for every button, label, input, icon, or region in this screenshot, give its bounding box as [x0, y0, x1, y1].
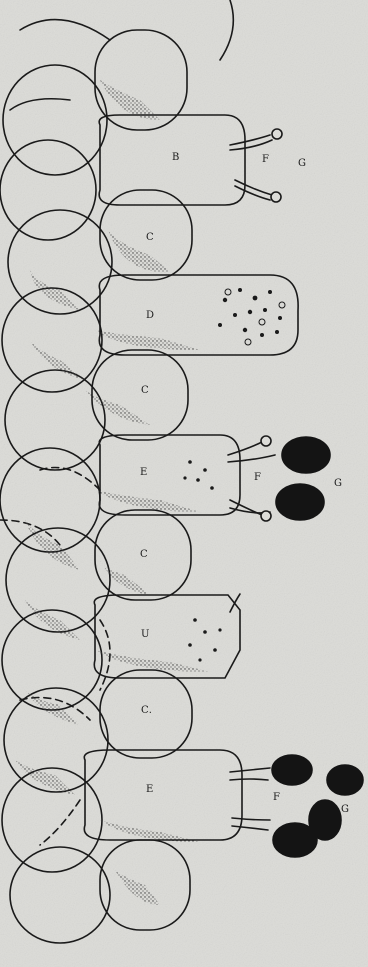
label-d-2: U — [141, 629, 150, 640]
label-c-3: C — [140, 549, 148, 560]
label-g-1: G — [298, 158, 307, 169]
label-e-3: E — [146, 784, 154, 795]
label-f-2: F — [254, 472, 261, 483]
label-c-1: C — [146, 232, 154, 243]
label-c-2: C — [141, 385, 149, 396]
label-c-4: C. — [141, 705, 152, 716]
label-f-1: F — [262, 154, 269, 165]
label-e-1: B — [172, 152, 180, 163]
label-d-1: D — [146, 310, 155, 321]
label-g-3: G — [341, 804, 350, 815]
label-g-2: G — [334, 478, 343, 489]
label-f-3: F — [273, 792, 280, 803]
label-e-2: E — [140, 467, 148, 478]
